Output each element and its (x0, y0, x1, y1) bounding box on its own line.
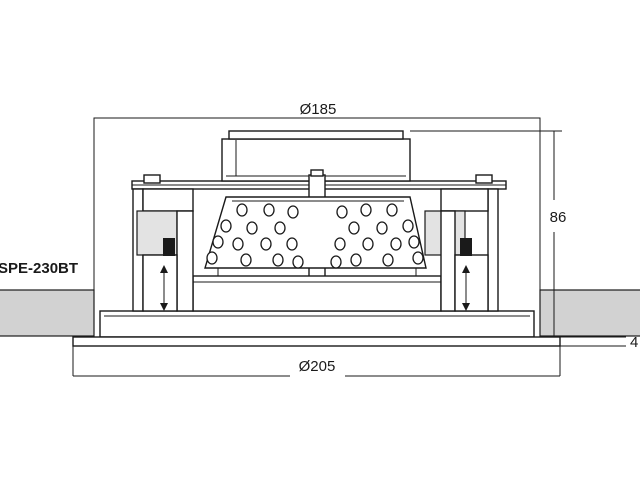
dimension-flange-thickness (560, 336, 626, 347)
left-mounting-clamp (132, 174, 194, 312)
front-flange (72, 336, 561, 347)
front-baffle (99, 310, 535, 338)
model-label: SPE-230BT (0, 260, 78, 277)
flange-thickness-label: 4 (630, 334, 638, 351)
right-mounting-clamp (424, 174, 499, 312)
ceiling-panel-left (0, 289, 95, 337)
magnet-cap (228, 130, 404, 140)
bottom-diameter-label: Ø205 (299, 358, 336, 375)
dimension-height (410, 130, 562, 338)
dimension-top-diameter (93, 117, 541, 290)
cone-base-ring (192, 275, 442, 312)
dimension-bottom-diameter (72, 346, 561, 377)
ceiling-panel-right (539, 289, 640, 337)
height-label: 86 (550, 209, 567, 226)
speaker-basket (204, 196, 427, 269)
basket-perforations (206, 203, 424, 269)
top-diameter-label: Ø185 (300, 101, 337, 118)
